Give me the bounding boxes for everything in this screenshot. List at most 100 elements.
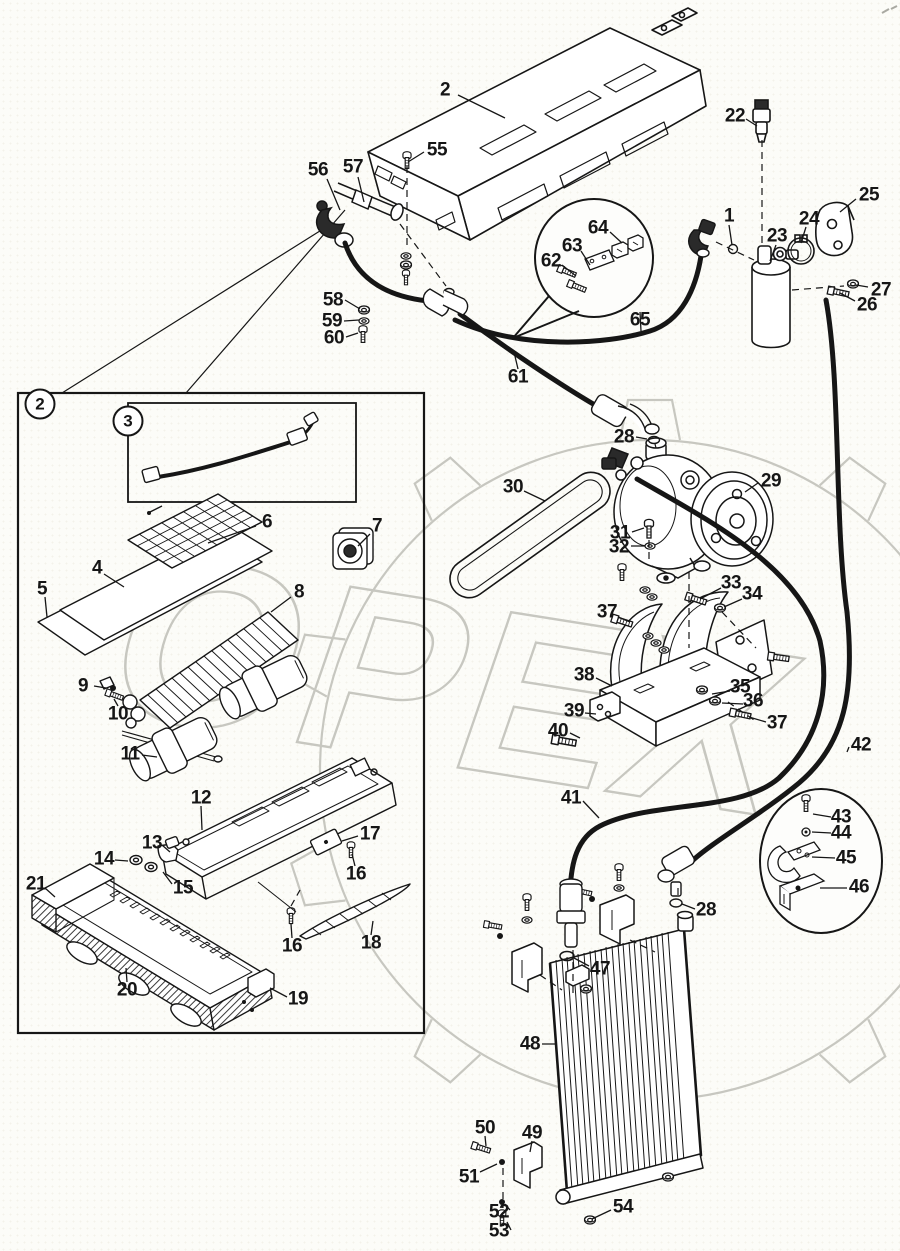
part-label-13: 13	[141, 832, 163, 854]
o-ring-28	[647, 435, 661, 445]
part-label-35: 35	[729, 676, 751, 698]
part-label-21: 21	[25, 873, 47, 895]
part-label-64: 64	[587, 217, 609, 239]
part-label-8: 8	[293, 581, 305, 603]
part-label-18: 18	[360, 932, 382, 954]
blower-motor-left	[128, 716, 218, 782]
harness-box	[127, 402, 357, 503]
part-label-40: 40	[547, 720, 569, 742]
part-label-37: 37	[766, 712, 788, 734]
receiver-drier	[751, 99, 860, 349]
o-ring-28b	[669, 898, 683, 908]
part-label-56: 56	[307, 159, 329, 181]
group-label-3: 3	[112, 405, 144, 437]
part-label-7: 7	[371, 515, 383, 537]
part-label-62: 62	[540, 250, 562, 272]
drain-tray	[161, 757, 397, 900]
receiver-bracket	[815, 201, 855, 257]
dashed-lines	[257, 140, 845, 1208]
part-label-51: 51	[458, 1166, 480, 1188]
hose-42	[688, 297, 852, 865]
part-label-44: 44	[830, 822, 852, 844]
mesh-filter	[127, 493, 263, 569]
clip-9	[99, 676, 115, 690]
o-ring	[559, 950, 575, 962]
hose-65	[452, 253, 704, 345]
belt	[449, 471, 611, 599]
condenser-brackets	[511, 894, 635, 1189]
part-label-6: 6	[261, 511, 273, 533]
evaporator-core	[121, 611, 299, 763]
plate-17	[309, 828, 343, 856]
part-label-4: 4	[91, 557, 103, 579]
wire-harness	[141, 411, 319, 484]
refrigerant-hoses	[342, 240, 852, 913]
part-label-50: 50	[474, 1117, 496, 1139]
part-label-24: 24	[798, 208, 820, 230]
part-label-10: 10	[107, 703, 129, 725]
clutch-pulley	[690, 471, 774, 567]
hose-61a	[342, 240, 431, 304]
control-knob	[332, 527, 374, 570]
part-label-42: 42	[850, 734, 872, 756]
part-label-29: 29	[760, 470, 782, 492]
detail-bubble-hose-clamp	[759, 788, 883, 934]
part-label-22: 22	[724, 105, 746, 127]
part-label-47: 47	[589, 958, 611, 980]
part-label-52: 52	[488, 1201, 510, 1223]
part-label-48: 48	[519, 1033, 541, 1055]
condenser	[470, 862, 704, 1227]
o-ring-1	[727, 243, 739, 255]
part-label-33: 33	[720, 572, 742, 594]
part-label-43: 43	[830, 806, 852, 828]
part-label-38: 38	[573, 664, 595, 686]
part-label-55: 55	[426, 139, 448, 161]
part-label-63: 63	[561, 235, 583, 257]
part-label-37: 37	[596, 601, 618, 623]
part-label-16: 16	[281, 935, 303, 957]
mount-bracket	[550, 562, 791, 749]
part-label-15: 15	[172, 877, 194, 899]
part-label-60: 60	[323, 327, 345, 349]
part-label-19: 19	[287, 988, 309, 1010]
group-label-2: 2	[24, 388, 56, 420]
part-label-53: 53	[488, 1220, 510, 1242]
part-label-54: 54	[612, 1196, 634, 1218]
part-label-59: 59	[321, 310, 343, 332]
leader-lines	[44, 94, 869, 1231]
assembly-box	[16, 209, 426, 1035]
hose-41	[567, 476, 827, 913]
part-label-23: 23	[766, 225, 788, 247]
part-label-41: 41	[560, 787, 582, 809]
part-label-45: 45	[835, 847, 857, 869]
part-label-12: 12	[190, 787, 212, 809]
pressure-switch	[752, 99, 771, 143]
part-label-17: 17	[359, 823, 381, 845]
part-label-58: 58	[322, 289, 344, 311]
part-label-39: 39	[563, 700, 585, 722]
part-label-20: 20	[116, 979, 138, 1001]
part-label-11: 11	[120, 743, 140, 765]
part-label-1: 1	[723, 205, 735, 227]
part-label-36: 36	[742, 690, 764, 712]
part-label-57: 57	[342, 156, 364, 178]
hvac-unit-parts	[31, 411, 411, 1031]
corner-artifact	[881, 5, 898, 14]
detail-bubble-clamp	[512, 198, 654, 339]
part-label-30: 30	[502, 476, 524, 498]
end-bracket-19	[242, 968, 275, 1012]
part-label-5: 5	[36, 578, 48, 600]
part-label-16: 16	[345, 863, 367, 885]
lower-bracket	[513, 1141, 543, 1189]
part-label-14: 14	[93, 848, 115, 870]
compressor	[601, 437, 774, 584]
part-label-61: 61	[507, 366, 529, 388]
part-label-9: 9	[77, 675, 89, 697]
part-label-28: 28	[695, 899, 717, 921]
part-label-2: 2	[439, 79, 451, 101]
blower-motor-right	[218, 654, 308, 720]
part-label-26: 26	[856, 294, 878, 316]
